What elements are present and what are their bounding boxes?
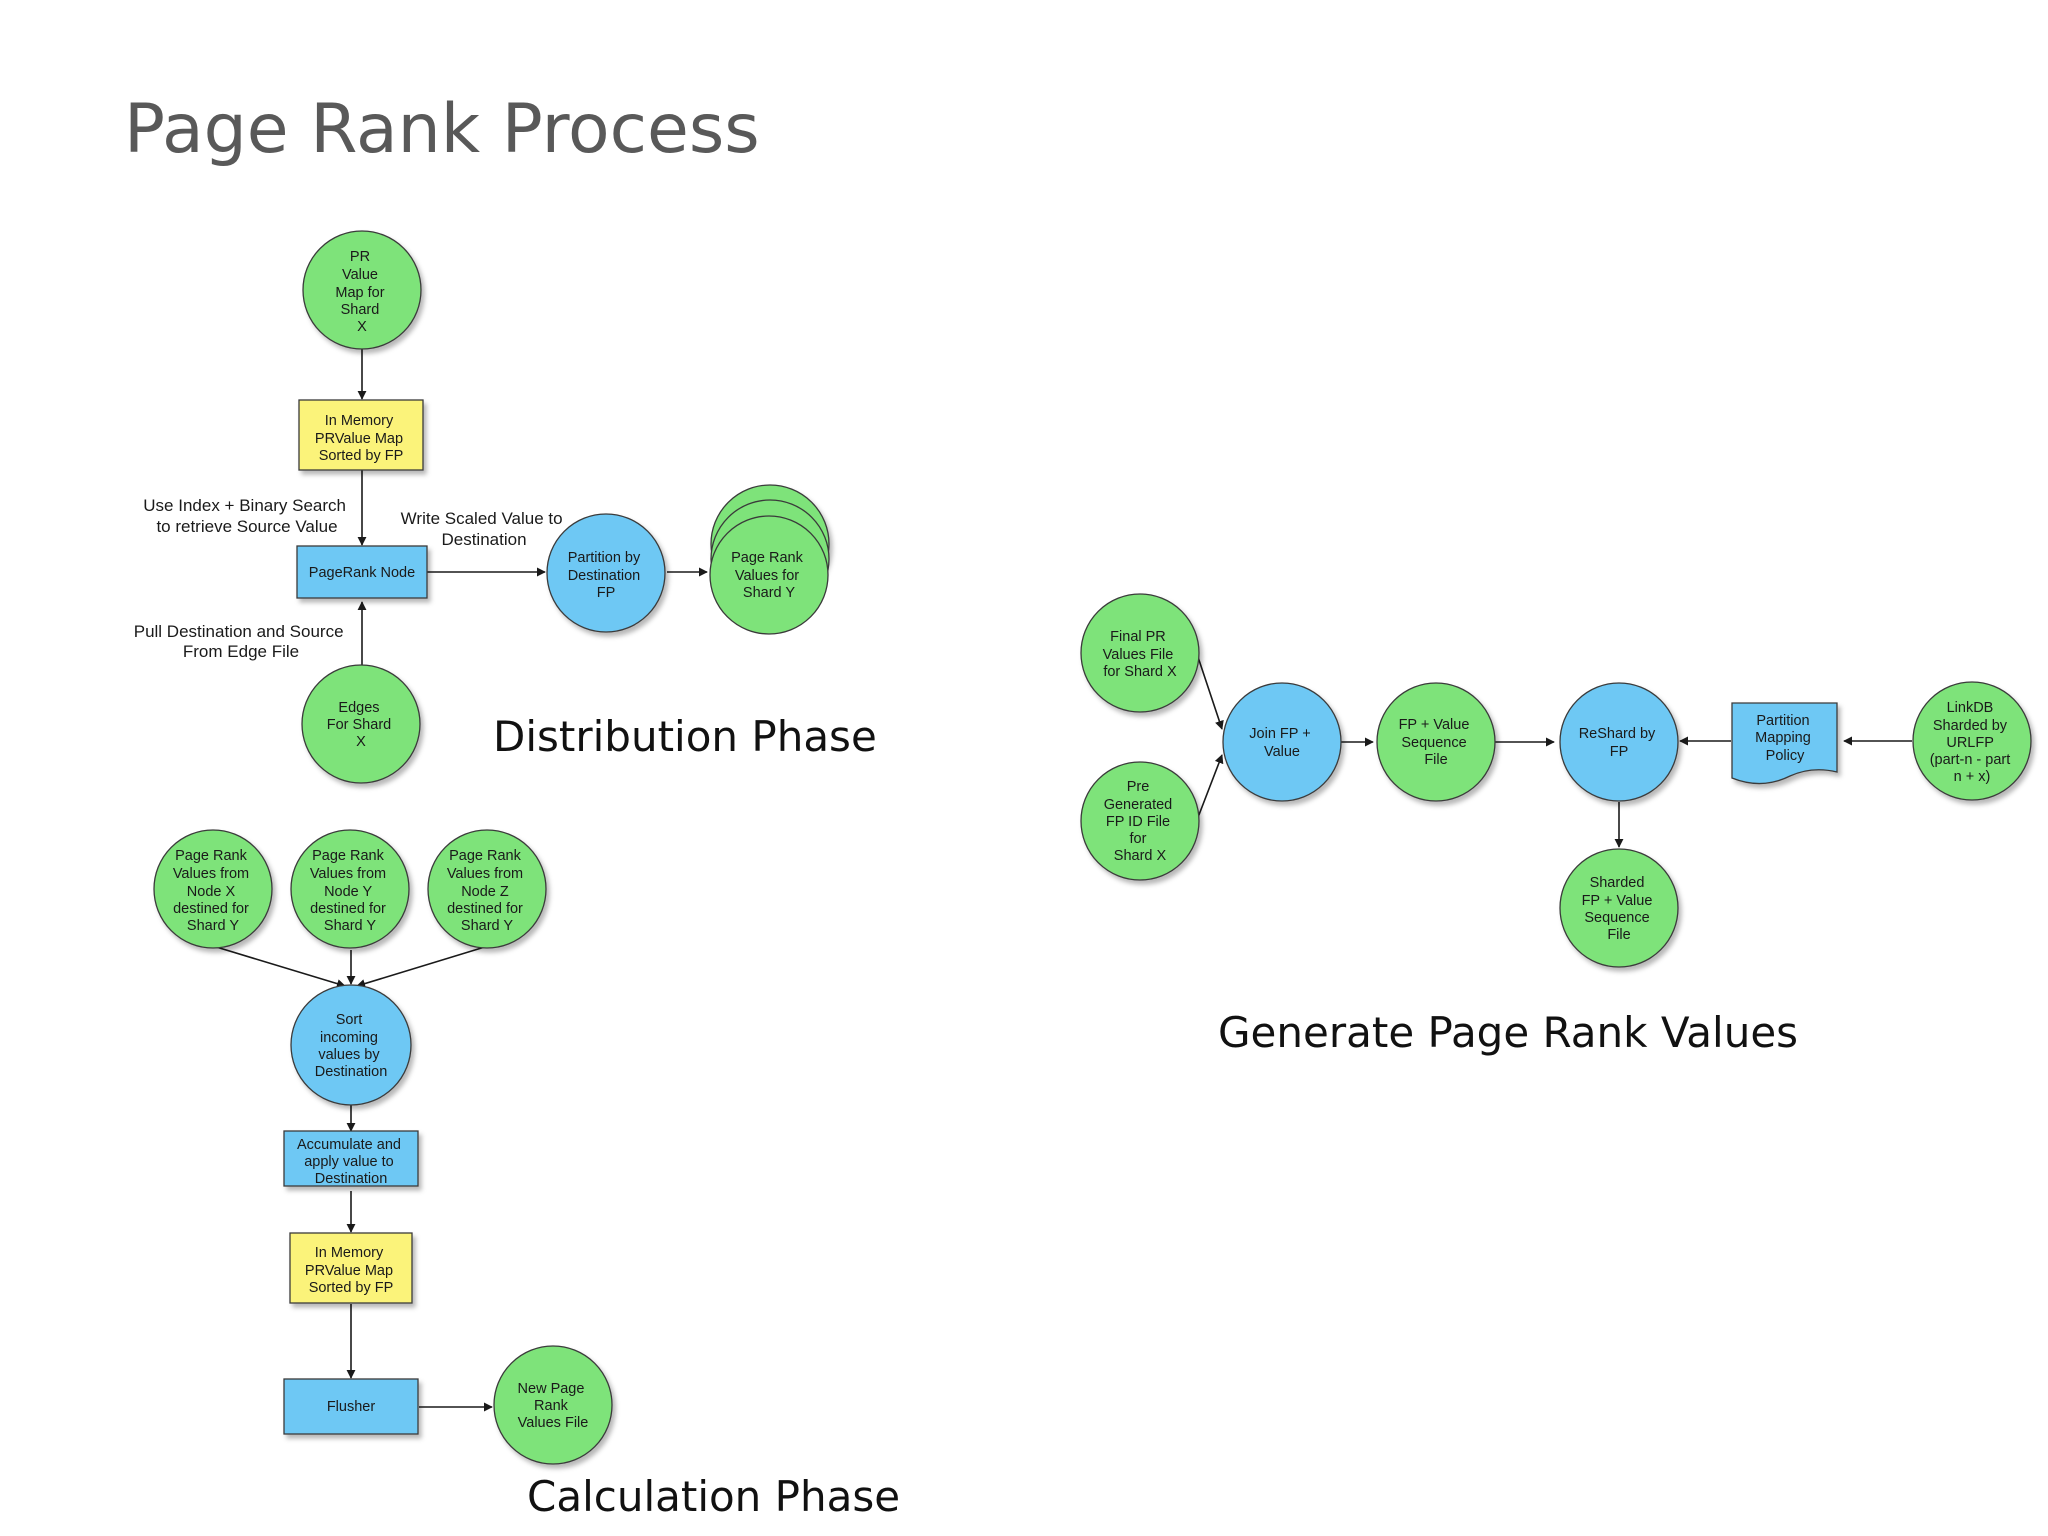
sharded-fp-value-text: Sharded FP + Value Sequence File (1582, 875, 1657, 943)
pr-from-x-node: Page Rank Values from Node X destined fo… (153, 829, 273, 949)
linkdb-text: LinkDB Sharded by URLFP (part-n - part n… (1930, 700, 2015, 785)
pr-values-shard-y-stack: Page Rank Values for Shard Y (709, 484, 830, 635)
inmem-map-2-node: In Memory PRValue Map Sorted by FP (289, 1232, 413, 1304)
accumulate-text: Accumulate and apply value to Destinatio… (297, 1137, 405, 1187)
flusher-node: Flusher (283, 1378, 419, 1435)
final-pr-file-node: Final PR Values File for Shard X (1080, 593, 1200, 713)
partition-dest-node: Partition by Destination FP (546, 513, 666, 633)
pr-from-y-text: Page Rank Values from Node Y destined fo… (310, 848, 390, 934)
distribution-edges (357, 349, 708, 665)
inmem-map-1-node: In Memory PRValue Map Sorted by FP (298, 399, 424, 471)
reshard-text: ReShard by FP (1579, 726, 1660, 760)
inmem-map-2-text: In Memory PRValue Map Sorted by FP (305, 1245, 397, 1296)
accumulate-node: Accumulate and apply value to Destinatio… (283, 1130, 419, 1187)
new-pr-file-node: New Page Rank Values File (493, 1345, 613, 1465)
pr-from-z-node: Page Rank Values from Node Z destined fo… (427, 829, 547, 949)
partition-mapping-text: Partition Mapping Policy (1755, 713, 1815, 764)
calculation-phase-label: Calculation Phase (527, 1472, 901, 1521)
pull-dest-label: Pull Destination and Source From Edge Fi… (134, 622, 349, 661)
final-pr-file-text: Final PR Values File for Shard X (1103, 629, 1178, 680)
pr-value-map-node: PR Value Map for Shard X (302, 230, 422, 350)
fp-value-seq-node: FP + Value Sequence File (1376, 682, 1496, 802)
pr-from-z-text: Page Rank Values from Node Z destined fo… (447, 848, 527, 934)
new-pr-file-text: New Page Rank Values File (518, 1381, 589, 1431)
pre-generated-node: Pre Generated FP ID File for Shard X (1080, 761, 1200, 881)
sort-incoming-text: Sort incoming values by Destination (315, 1012, 388, 1080)
page-title: Page Rank Process (124, 90, 760, 169)
pr-from-x-text: Page Rank Values from Node X destined fo… (173, 848, 253, 934)
partition-mapping-node: Partition Mapping Policy (1731, 702, 1838, 785)
join-fp-node: Join FP + Value (1222, 682, 1342, 802)
pr-value-map-text: PR Value Map for Shard X (335, 249, 388, 335)
generate-phase-label: Generate Page Rank Values (1218, 1008, 1799, 1057)
pr-from-y-node: Page Rank Values from Node Y destined fo… (290, 829, 410, 949)
sharded-fp-value-node: Sharded FP + Value Sequence File (1559, 848, 1679, 968)
binary-search-label: Use Index + Binary Search to retrieve So… (143, 496, 350, 536)
linkdb-node: LinkDB Sharded by URLFP (part-n - part n… (1912, 681, 2032, 801)
join-fp-text: Join FP + Value (1249, 726, 1314, 760)
pre-generated-text: Pre Generated FP ID File for Shard X (1104, 779, 1177, 864)
pr-values-shard-y-text: Page Rank Values for Shard Y (731, 550, 807, 601)
flusher-text: Flusher (327, 1399, 376, 1415)
pagerank-node-text: PageRank Node (309, 565, 415, 581)
edges-shard-x-text: Edges For Shard X (327, 700, 396, 750)
write-scaled-label: Write Scaled Value to Destination (401, 509, 568, 549)
reshard-node: ReShard by FP (1559, 682, 1679, 802)
sort-incoming-node: Sort incoming values by Destination (290, 984, 412, 1106)
generate-edges (1196, 653, 1912, 848)
inmem-map-1-text: In Memory PRValue Map Sorted by FP (315, 413, 407, 464)
edges-shard-x-node: Edges For Shard X (301, 664, 421, 784)
distribution-phase-label: Distribution Phase (493, 712, 877, 761)
partition-dest-text: Partition by Destination FP (568, 550, 645, 601)
pagerank-node: PageRank Node (296, 545, 428, 599)
calculation-edges (212, 945, 493, 1412)
fp-value-seq-text: FP + Value Sequence File (1399, 717, 1474, 768)
